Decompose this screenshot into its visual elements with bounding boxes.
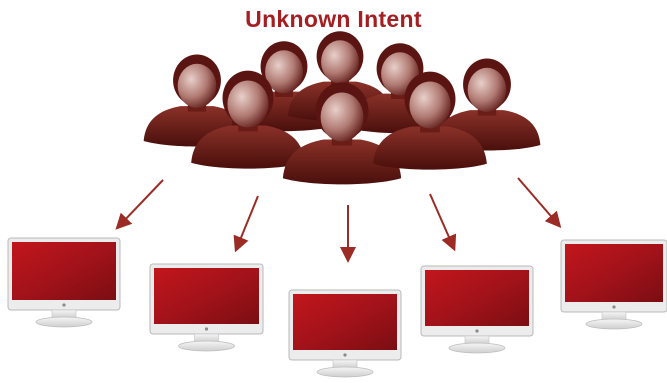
computer-monitor-icon <box>288 289 402 378</box>
people-group-icon <box>143 31 541 185</box>
computer-monitor-icon <box>560 239 667 330</box>
down-arrow-icon <box>517 177 562 229</box>
computer-monitor-icon <box>420 265 534 354</box>
down-arrow-icon <box>429 193 457 252</box>
down-arrow-icon <box>233 195 259 253</box>
diagram-title: Unknown Intent <box>245 6 422 32</box>
person-icon <box>373 71 487 170</box>
computer-monitor-icon <box>7 237 121 328</box>
down-arrow-icon <box>115 179 164 230</box>
monitors-group <box>7 237 667 378</box>
arrows-group <box>115 177 562 263</box>
person-icon <box>282 82 402 185</box>
computer-monitor-icon <box>149 263 264 352</box>
person-icon <box>191 70 305 169</box>
